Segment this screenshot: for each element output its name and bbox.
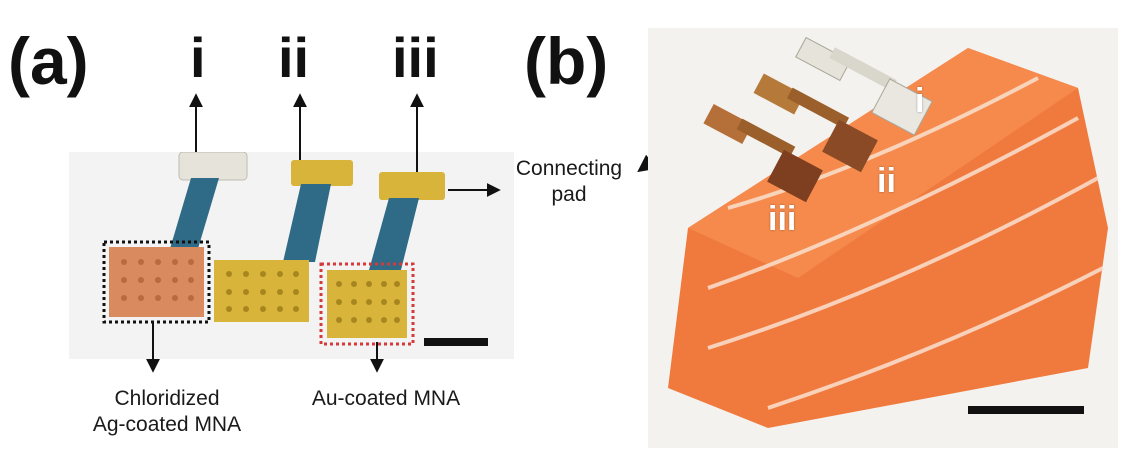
dotted-box-black	[102, 240, 211, 324]
overlay-label-i: i	[915, 82, 925, 120]
caption-au-coated: Au-coated MNA	[311, 387, 461, 410]
caption-chloridized: Chloridized Ag-coated MNA	[72, 386, 262, 438]
scale-bar-a	[424, 338, 488, 346]
connecting-pad-label-line2: pad	[551, 183, 587, 206]
device-b-ii	[753, 73, 878, 173]
microneedle-photo-a	[69, 152, 514, 359]
device-b-iii	[703, 103, 823, 203]
connecting-pad-label: Connecting pad	[494, 156, 644, 208]
overlay-label-iii: iii	[768, 200, 797, 238]
dotted-box-red	[319, 262, 415, 346]
device-i	[102, 152, 248, 324]
label-iii: iii	[392, 26, 439, 89]
label-ii: ii	[278, 26, 310, 89]
panel-b-label: (b)	[524, 24, 609, 98]
label-i: i	[190, 26, 206, 89]
device-iii	[319, 172, 445, 346]
device-ii	[214, 160, 353, 322]
device-b-i	[795, 36, 933, 136]
overlay-label-ii: ii	[877, 162, 896, 200]
scale-bar-b	[968, 406, 1084, 414]
connecting-pad-label-line1: Connecting	[515, 157, 623, 180]
panel-a-label: (a)	[8, 24, 89, 98]
salmon-photo-b	[648, 28, 1118, 448]
caption-chloridized-line1: Chloridized	[114, 387, 220, 410]
caption-chloridized-line2: Ag-coated MNA	[92, 413, 242, 436]
